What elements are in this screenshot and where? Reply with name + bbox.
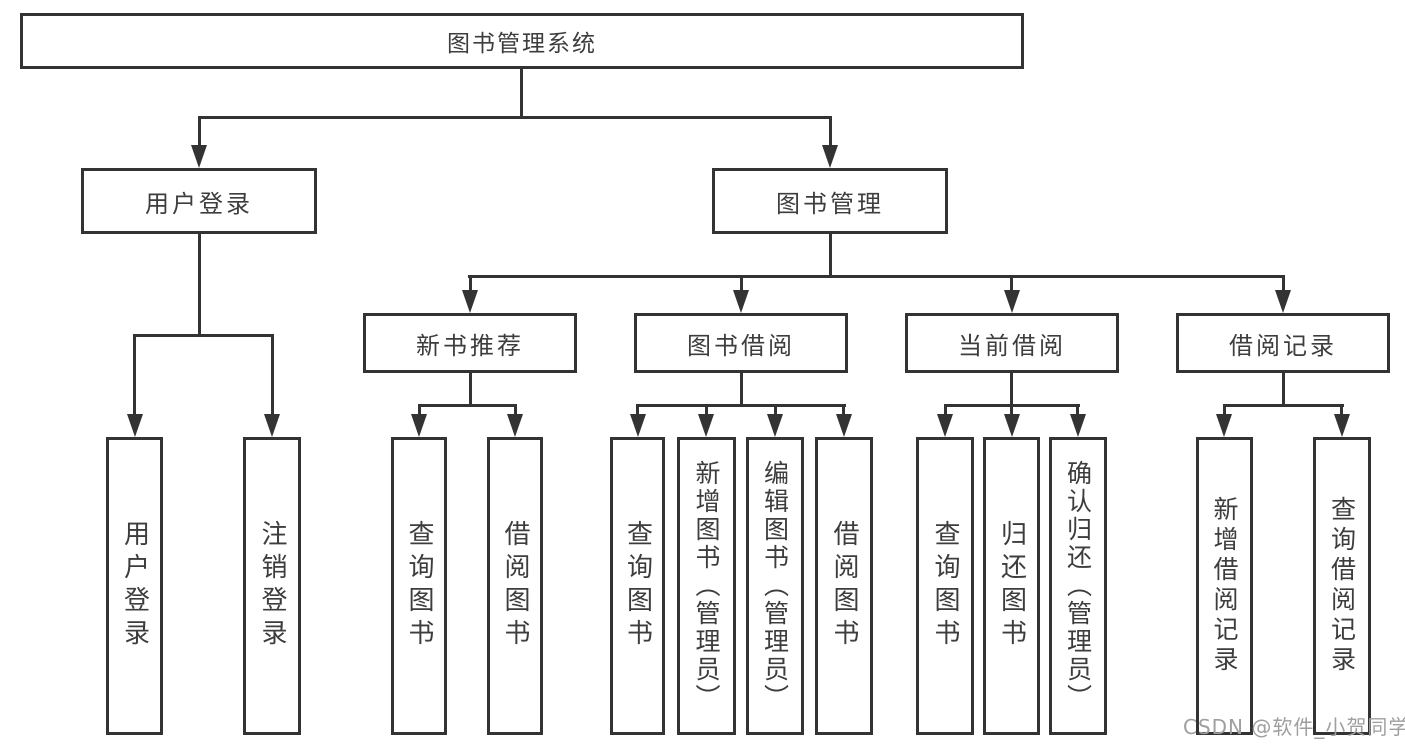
connector-line [829,116,832,146]
connector-line [1223,404,1226,415]
connector-line [198,234,201,337]
connector-line [636,404,639,415]
node-book-borrow-label: 图书借阅 [687,331,795,360]
connector-line [469,373,472,406]
arrow-down-icon [462,290,478,313]
connector-line [774,404,777,415]
leaf-borrow-query-books: 查询图书 [610,437,665,735]
arrow-down-icon [1216,414,1232,437]
connector-line [740,373,743,406]
connector-line [198,116,832,119]
connector-line [1010,373,1013,406]
leaf-current-confirm-return-admin-label: 确认归还（管理员） [1063,460,1093,712]
node-current-borrow-label: 当前借阅 [958,331,1066,360]
leaf-records-query-record-label: 查询借阅记录 [1327,496,1357,676]
arrow-down-icon [1004,414,1020,437]
leaf-current-query-books: 查询图书 [916,437,974,735]
leaf-borrow-add-books-admin: 新增图书（管理员） [677,437,736,735]
arrow-down-icon [733,290,749,313]
connector-line [133,334,274,337]
node-borrow-records: 借阅记录 [1176,313,1390,373]
node-user-login: 用户登录 [81,168,317,234]
leaf-borrow-add-books-admin-label: 新增图书（管理员） [692,460,721,712]
leaf-user-login: 用户登录 [106,437,163,735]
arrow-down-icon [698,414,714,437]
node-library-system-label: 图书管理系统 [447,31,597,57]
leaf-records-add-record: 新增借阅记录 [1196,437,1253,735]
arrow-down-icon [630,414,646,437]
connector-line [842,404,845,415]
node-borrow-records-label: 借阅记录 [1229,331,1337,360]
leaf-borrow-edit-books-admin: 编辑图书（管理员） [746,437,804,735]
node-library-system: 图书管理系统 [20,13,1024,69]
leaf-recommend-borrow-books-label: 借阅图书 [500,520,530,652]
connector-line [1282,373,1285,406]
arrow-down-icon [822,145,838,168]
node-book-management: 图书管理 [712,168,948,234]
arrow-down-icon [411,414,427,437]
connector-line [1010,404,1013,415]
arrow-down-icon [1070,414,1086,437]
arrow-down-icon [191,145,207,168]
connector-line [514,404,517,415]
connector-line [944,404,947,415]
connector-line [418,404,421,415]
connector-line [133,334,136,415]
connector-line [469,275,472,291]
leaf-recommend-borrow-books: 借阅图书 [487,437,543,735]
connector-line [829,234,832,278]
arrow-down-icon [127,414,143,437]
connector-line [1340,404,1343,415]
connector-line [705,404,708,415]
leaf-user-login-label: 用户登录 [119,520,150,652]
node-user-login-label: 用户登录 [145,189,253,218]
arrow-down-icon [836,414,852,437]
leaf-records-add-record-label: 新增借阅记录 [1210,496,1239,676]
leaf-recommend-query-books-label: 查询图书 [404,520,434,652]
arrow-down-icon [1275,290,1291,313]
leaf-borrow-query-books-label: 查询图书 [622,520,653,652]
arrow-down-icon [264,414,280,437]
arrow-down-icon [767,414,783,437]
node-new-book-recommend: 新书推荐 [363,313,577,373]
leaf-records-query-record: 查询借阅记录 [1313,437,1371,735]
connector-line [1076,404,1079,415]
arrow-down-icon [937,414,953,437]
leaf-recommend-query-books: 查询图书 [391,437,447,735]
csdn-watermark: CSDN @软件_小贺同学 [1183,715,1405,739]
leaf-borrow-borrow-books-label: 借阅图书 [829,520,859,652]
node-new-book-recommend-label: 新书推荐 [416,331,524,360]
node-book-management-label: 图书管理 [776,189,884,218]
node-book-borrow: 图书借阅 [634,313,848,373]
leaf-current-confirm-return-admin: 确认归还（管理员） [1049,437,1107,735]
leaf-current-return-books-label: 归还图书 [996,520,1027,652]
leaf-borrow-borrow-books: 借阅图书 [815,437,873,735]
connector-line [636,404,846,407]
leaf-current-query-books-label: 查询图书 [930,520,960,652]
connector-line [468,275,1285,278]
arrow-down-icon [1334,414,1350,437]
leaf-current-return-books: 归还图书 [983,437,1040,735]
arrow-down-icon [507,414,523,437]
connector-line [1223,404,1344,407]
connector-line [740,275,743,291]
connector-line [520,69,523,119]
connector-line [1282,275,1285,291]
leaf-logout: 注销登录 [243,437,301,735]
connector-line [271,334,274,415]
leaf-borrow-edit-books-admin-label: 编辑图书（管理员） [760,460,790,712]
leaf-logout-label: 注销登录 [257,520,287,652]
node-current-borrow: 当前借阅 [905,313,1119,373]
connector-line [198,116,201,146]
connector-line [418,404,517,407]
connector-line [1010,275,1013,291]
arrow-down-icon [1004,290,1020,313]
